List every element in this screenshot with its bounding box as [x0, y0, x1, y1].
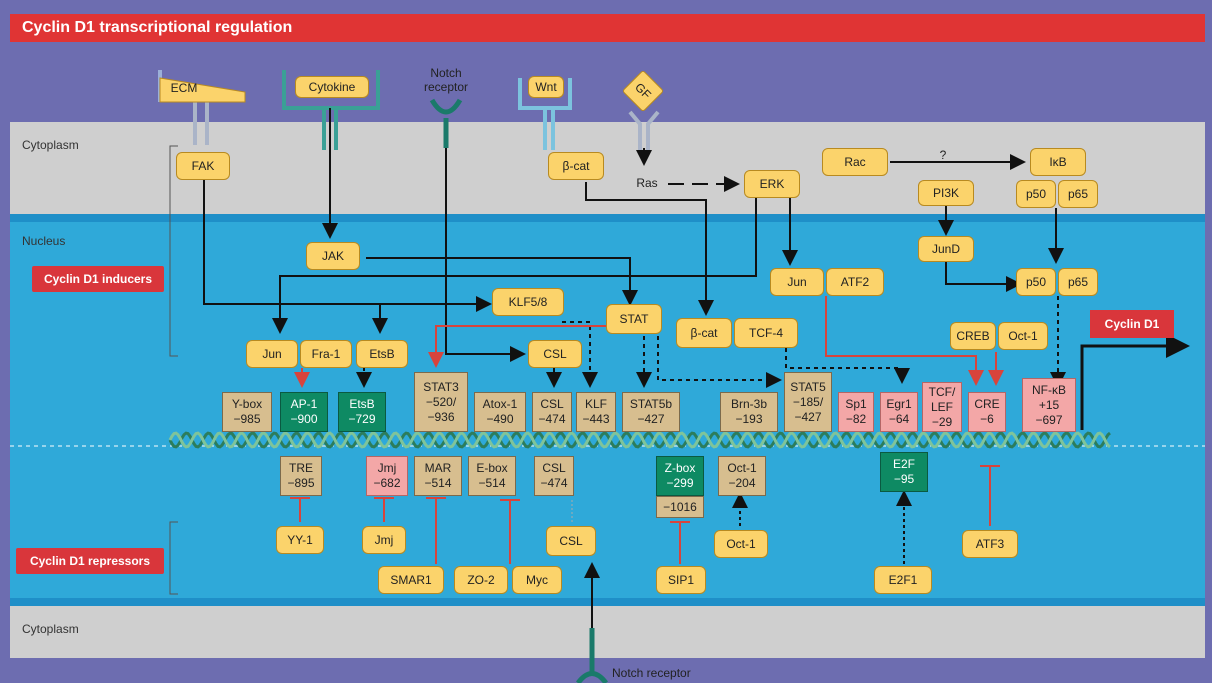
- smar1-node: SMAR1: [378, 566, 444, 594]
- site-sp1: Sp1 −82: [838, 392, 874, 432]
- site-brn3b: Brn-3b −193: [720, 392, 778, 432]
- site-oct1: Oct-1 −204: [718, 456, 766, 496]
- site-jmj: Jmj −682: [366, 456, 408, 496]
- ikb-node: IκB: [1030, 148, 1086, 176]
- pi3k-node: PI3K: [918, 180, 974, 206]
- oct1-repressor-node: Oct-1: [714, 530, 768, 558]
- notch-receptor-bottom-label: Notch receptor: [612, 666, 732, 680]
- site-egr1: Egr1 −64: [880, 392, 918, 432]
- site-csl: CSL −474: [532, 392, 572, 432]
- tcf4-node: TCF-4: [734, 318, 798, 348]
- wnt-node: Wnt: [528, 76, 564, 98]
- notch-receptor-bottom: [578, 628, 606, 683]
- fak-node: FAK: [176, 152, 230, 180]
- cytokine-node: Cytokine: [295, 76, 369, 98]
- site-klf: KLF −443: [576, 392, 616, 432]
- site-zbox: Z-box −299: [656, 456, 704, 496]
- atf3-node: ATF3: [962, 530, 1018, 558]
- etsb-node: EtsB: [356, 340, 408, 368]
- jund-node: JunD: [918, 236, 974, 262]
- p65-cyto-node: p65: [1058, 180, 1098, 208]
- beta-catenin-nuc-node: β-cat: [676, 318, 732, 348]
- site-stat3: STAT3 −520/ −936: [414, 372, 468, 432]
- ras-label: Ras: [630, 176, 664, 190]
- notch-receptor-top: [432, 100, 460, 148]
- klf58-node: KLF5/8: [492, 288, 564, 316]
- stat-node: STAT: [606, 304, 662, 334]
- p50-cyto-node: p50: [1016, 180, 1056, 208]
- site-stat5: STAT5 −185/ −427: [784, 372, 832, 432]
- site-etsb: EtsB −729: [338, 392, 386, 432]
- yy1-node: YY-1: [276, 526, 324, 554]
- csl-top-node: CSL: [528, 340, 582, 368]
- gf-receptor: [630, 112, 658, 150]
- zo2-node: ZO-2: [454, 566, 508, 594]
- site-ybox: Y-box −985: [222, 392, 272, 432]
- site-mar: MAR −514: [414, 456, 462, 496]
- atf2-node: ATF2: [826, 268, 884, 296]
- creb-node: CREB: [950, 322, 996, 350]
- site-cre: CRE −6: [968, 392, 1006, 432]
- ecm-label: ECM: [164, 78, 204, 98]
- oct1-top-node: Oct-1: [998, 322, 1048, 350]
- site-stat5b: STAT5b −427: [622, 392, 680, 432]
- repressor-bracket: [170, 522, 178, 594]
- notch-receptor-top-label: Notch receptor: [414, 66, 478, 94]
- site-ebox: E-box −514: [468, 456, 516, 496]
- fra1-node: Fra-1: [300, 340, 352, 368]
- site-ap1: AP-1 −900: [280, 392, 328, 432]
- site-atox1: Atox-1 −490: [474, 392, 526, 432]
- p50-nuc-node: p50: [1016, 268, 1056, 296]
- site-e2f: E2F −95: [880, 452, 928, 492]
- jmj-node: Jmj: [362, 526, 406, 554]
- site-nfkb: NF-κB +15 −697: [1022, 378, 1076, 432]
- site-tre: TRE −895: [280, 456, 322, 496]
- e2f1-node: E2F1: [874, 566, 932, 594]
- jun-node: Jun: [246, 340, 298, 368]
- jak-node: JAK: [306, 242, 360, 270]
- csl-repressor-node: CSL: [546, 526, 596, 556]
- site-tcflef: TCF/ LEF −29: [922, 382, 962, 432]
- dna-helix: [10, 433, 1205, 447]
- site-csl-lower: CSL −474: [534, 456, 574, 496]
- cyclin-d1-output-badge: Cyclin D1: [1090, 310, 1174, 338]
- beta-catenin-cyto-node: β-cat: [548, 152, 604, 180]
- unknown-link-label: ?: [936, 148, 950, 162]
- myc-node: Myc: [512, 566, 562, 594]
- jun-atf2-jun-node: Jun: [770, 268, 824, 296]
- sip1-node: SIP1: [656, 566, 706, 594]
- site-zbox-distal: −1016: [656, 496, 704, 518]
- p65-nuc-node: p65: [1058, 268, 1098, 296]
- erk-node: ERK: [744, 170, 800, 198]
- rac-node: Rac: [822, 148, 888, 176]
